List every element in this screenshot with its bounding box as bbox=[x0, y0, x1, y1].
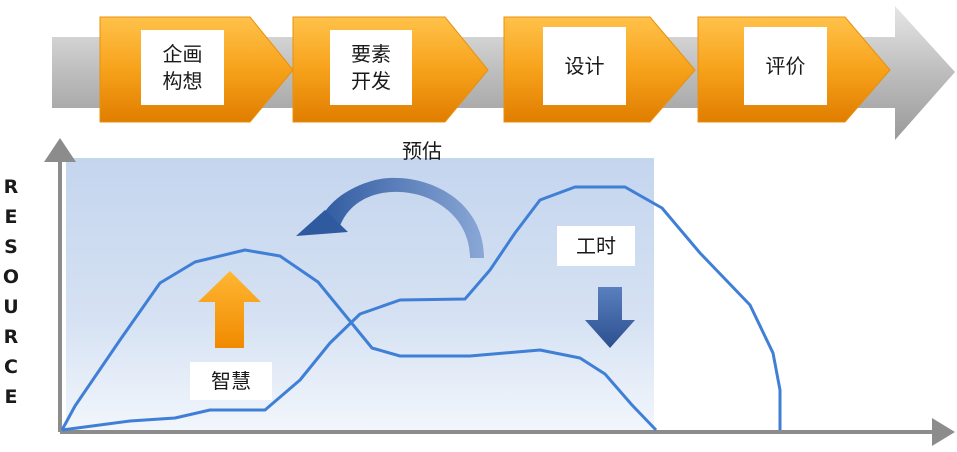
stage-label-3: 设计 bbox=[543, 27, 626, 105]
man-hours-curve bbox=[61, 185, 782, 432]
orange-up-arrow-icon bbox=[198, 271, 261, 348]
y-axis-label: R E S O U R C E bbox=[2, 176, 20, 408]
man-hours-label: 工时 bbox=[557, 226, 635, 266]
blue-down-arrow-icon bbox=[585, 287, 635, 348]
stage-label-4: 评价 bbox=[744, 27, 827, 105]
curved-cycle-arrow-icon bbox=[296, 177, 484, 258]
stage-label-2: 要素 开发 bbox=[330, 30, 412, 105]
stage-label-1: 企画 构想 bbox=[141, 30, 224, 105]
estimate-label: 预估 bbox=[402, 138, 442, 163]
estimate-panel bbox=[66, 158, 654, 430]
axes bbox=[44, 138, 955, 446]
wisdom-curve bbox=[60, 248, 658, 432]
wisdom-label: 智慧 bbox=[190, 362, 272, 400]
